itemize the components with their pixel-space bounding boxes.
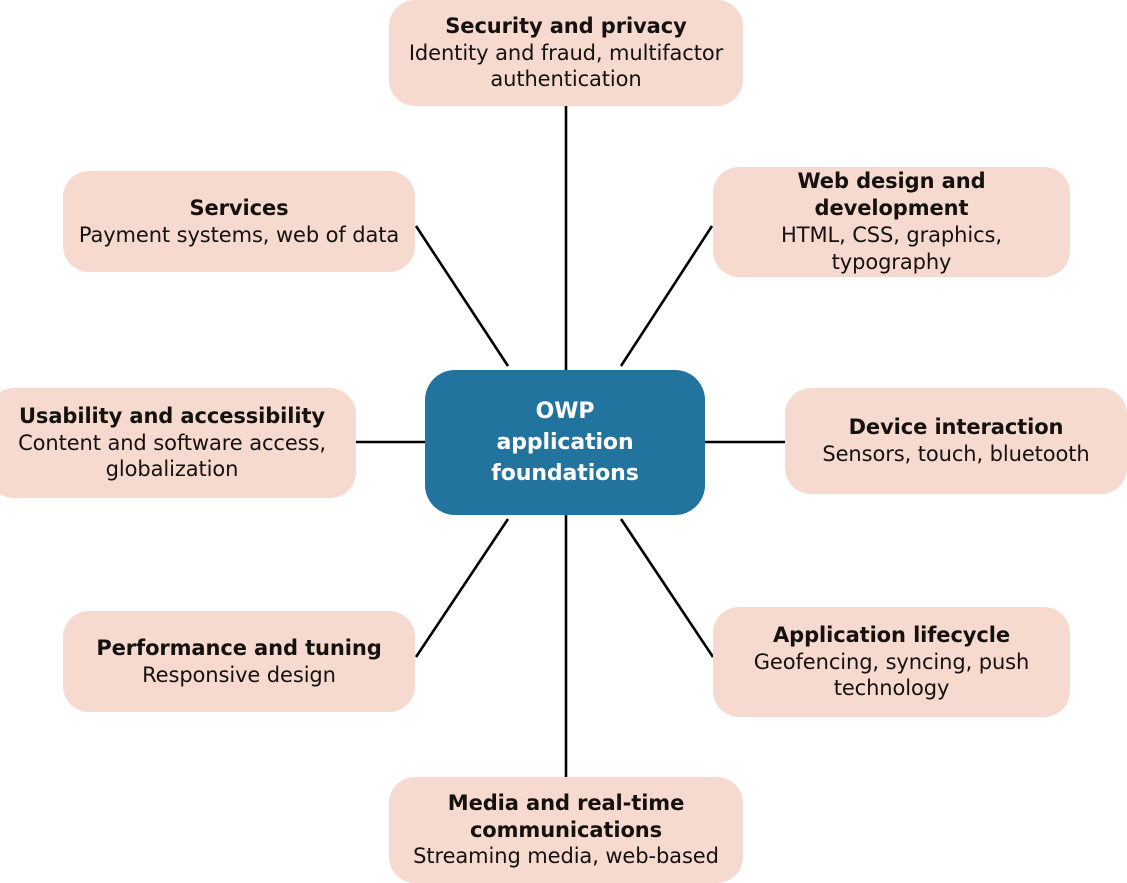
node-title: Device interaction xyxy=(848,415,1064,440)
node-description: Geofencing, syncing, push technology xyxy=(753,649,1030,701)
connector-services xyxy=(414,225,510,367)
connector-lifecycle xyxy=(619,518,715,658)
node-web-design-and-development[interactable]: Web design and development HTML, CSS, gr… xyxy=(713,167,1070,277)
node-description: Identity and fraud, multifactor authenti… xyxy=(408,40,724,92)
node-title: Usability and accessibility xyxy=(18,403,325,428)
node-description: Streaming media, web-based xyxy=(413,844,719,869)
node-title: Performance and tuning xyxy=(96,635,382,660)
node-security-and-privacy[interactable]: Security and privacy Identity and fraud,… xyxy=(389,0,743,106)
node-description: Responsive design xyxy=(142,662,336,687)
node-device-interaction[interactable]: Device interaction Sensors, touch, bluet… xyxy=(785,388,1127,494)
node-services[interactable]: Services Payment systems, web of data xyxy=(63,171,415,272)
node-description: Content and software access, globalizati… xyxy=(18,430,326,482)
node-description: Payment systems, web of data xyxy=(78,222,400,247)
node-description: Sensors, touch, bluetooth xyxy=(822,442,1090,466)
center-node-label: OWP application foundations xyxy=(491,398,639,487)
node-title: Security and privacy xyxy=(445,13,687,38)
connector-webdesign xyxy=(619,225,714,367)
node-title: Web design and development xyxy=(797,169,986,221)
node-title: Services xyxy=(189,195,289,220)
node-usability-and-accessibility[interactable]: Usability and accessibility Content and … xyxy=(0,388,356,498)
node-application-lifecycle[interactable]: Application lifecycle Geofencing, syncin… xyxy=(713,607,1070,717)
node-media-and-real-time-communications[interactable]: Media and real-time communications Strea… xyxy=(389,777,743,883)
node-performance-and-tuning[interactable]: Performance and tuning Responsive design xyxy=(63,611,415,712)
node-title: Media and real-time communications xyxy=(447,790,685,842)
node-description: HTML, CSS, graphics, typography xyxy=(781,223,1002,274)
center-node-owp-application-foundations[interactable]: OWP application foundations xyxy=(425,370,705,515)
connector-performance xyxy=(414,518,510,658)
node-title: Application lifecycle xyxy=(773,622,1010,647)
